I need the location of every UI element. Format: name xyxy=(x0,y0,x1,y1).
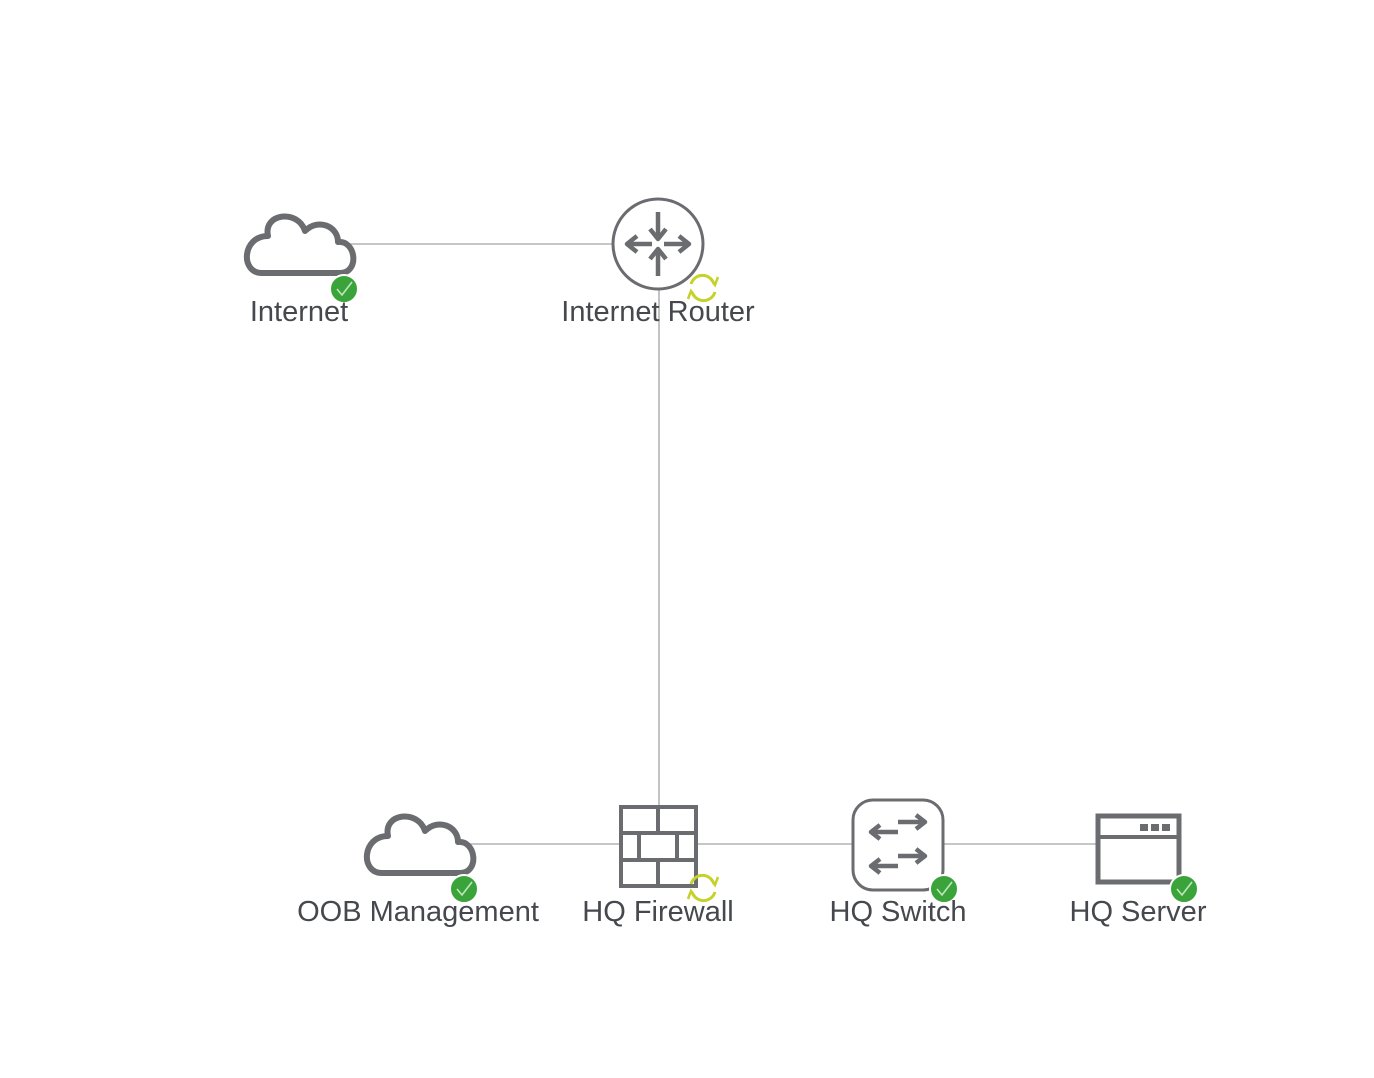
status-syncing-icon xyxy=(686,874,720,902)
status-ok-icon xyxy=(449,874,479,904)
node-label: Internet Router xyxy=(561,296,755,328)
node-label: HQ Server xyxy=(1070,896,1207,928)
node-label: Internet xyxy=(250,296,348,328)
node-hq-server[interactable]: HQ Server xyxy=(1070,813,1207,928)
status-ok-icon xyxy=(929,874,959,904)
router-icon[interactable] xyxy=(611,197,705,291)
switch-icon[interactable] xyxy=(851,798,945,892)
node-label: OOB Management xyxy=(297,896,539,928)
cloud-icon[interactable] xyxy=(364,813,477,876)
node-label: HQ Firewall xyxy=(582,896,733,928)
cloud-icon[interactable] xyxy=(244,213,357,276)
links-layer xyxy=(350,243,1097,845)
node-hq-firewall[interactable]: HQ Firewall xyxy=(582,805,734,928)
node-label: HQ Switch xyxy=(830,896,967,928)
node-oob-management[interactable]: OOB Management xyxy=(297,813,539,928)
status-ok-icon xyxy=(1169,874,1199,904)
server-icon[interactable] xyxy=(1095,813,1182,885)
firewall-icon[interactable] xyxy=(619,805,698,888)
node-internet-router[interactable]: Internet Router xyxy=(561,197,755,328)
status-ok-icon xyxy=(329,274,359,304)
node-internet[interactable]: Internet xyxy=(244,213,359,328)
node-hq-switch[interactable]: HQ Switch xyxy=(830,798,967,928)
status-syncing-icon xyxy=(686,274,720,302)
